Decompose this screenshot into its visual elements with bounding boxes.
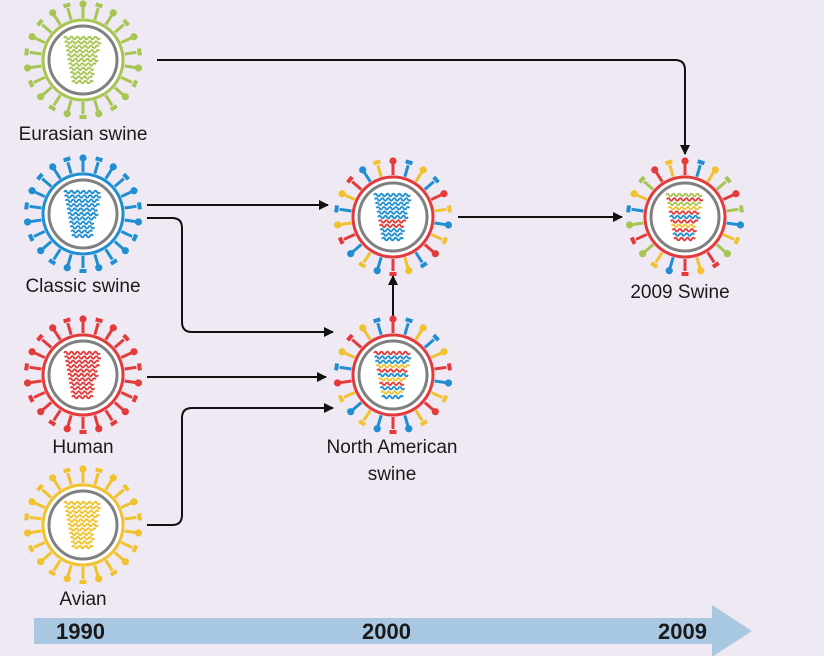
- label-eurasian-swine: Eurasian swine: [18, 124, 148, 145]
- timeline-arrow: [34, 605, 752, 656]
- label-north-american-line1: North American: [326, 437, 458, 458]
- virus-classic-swine: [23, 154, 143, 273]
- label-human: Human: [52, 437, 114, 458]
- year-2000: 2000: [362, 619, 411, 644]
- year-1990: 1990: [56, 619, 105, 644]
- label-north-american-line2: swine: [367, 464, 417, 485]
- label-avian: Avian: [59, 589, 107, 610]
- virus-intermediate-swine: [333, 157, 453, 276]
- virus-avian: [23, 465, 143, 584]
- year-2009: 2009: [658, 619, 707, 644]
- virus-north-american-swine: [333, 315, 453, 434]
- virus-eurasian-swine: [23, 0, 143, 119]
- arrow-eurasian-to-2009: [157, 59, 690, 155]
- virus-human: [23, 315, 143, 434]
- label-2009-swine: 2009 Swine: [630, 282, 730, 303]
- arrow-avian-to-north-american: [147, 403, 334, 526]
- label-classic-swine: Classic swine: [25, 276, 141, 297]
- virus-2009-swine: [625, 157, 745, 276]
- arrow-classic-to-north-american: [147, 217, 334, 337]
